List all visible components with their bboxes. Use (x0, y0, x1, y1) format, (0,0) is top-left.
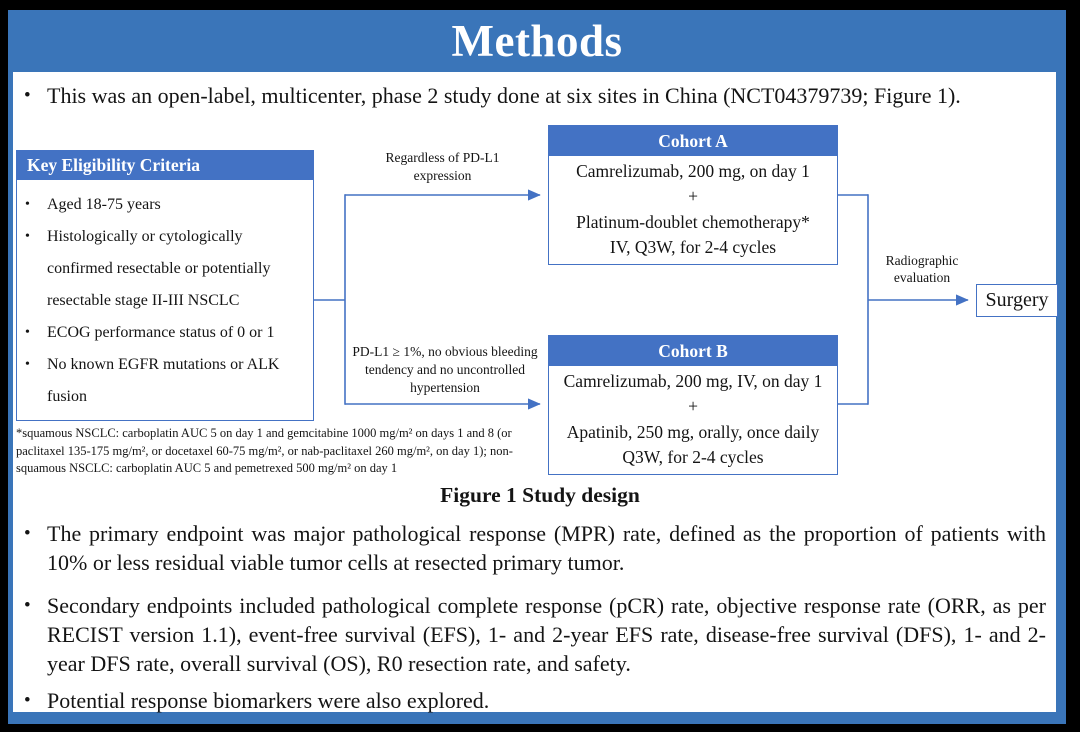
radiographic-evaluation-label: Radiographic evaluation (885, 253, 959, 285)
list-item: • No known EGFR mutations or ALK fusion (25, 349, 309, 413)
cohort-a-body: Camrelizumab, 200 mg, on day 1 + Platinu… (549, 156, 837, 262)
cohort-a-line: IV, Q3W, for 2-4 cycles (609, 236, 777, 257)
list-item: • Histologically or cytologically confir… (25, 221, 309, 317)
plus-sign: + (688, 396, 698, 417)
surgery-label: Surgery (985, 289, 1049, 311)
list-item: • Aged 18-75 years (25, 189, 309, 221)
cohort-a-line: Platinum-doublet chemotherapy* (576, 211, 810, 232)
secondary-endpoints-bullet: • Secondary endpoints included pathologi… (24, 593, 1046, 676)
bullet-marker: • (24, 595, 31, 616)
cohort-b-box: Cohort B Camrelizumab, 200 mg, IV, on da… (548, 335, 838, 475)
intro-bullet-text: This was an open-label, multicenter, pha… (47, 83, 961, 108)
cohort-b-header: Cohort B (549, 336, 837, 366)
eligibility-header: Key Eligibility Criteria (17, 151, 313, 180)
bullet-marker: • (25, 325, 30, 340)
cohort-b-line: Camrelizumab, 200 mg, IV, on day 1 (563, 371, 823, 392)
bullet-marker: • (24, 85, 31, 106)
branch-label-top: Regardless of PD-L1 expression (385, 150, 500, 183)
bullet-marker: • (25, 197, 30, 212)
chemotherapy-footnote: *squamous NSCLC: carboplatin AUC 5 on da… (16, 426, 513, 475)
bullet-marker: • (24, 523, 31, 544)
cohort-a-box: Cohort A Camrelizumab, 200 mg, on day 1 … (548, 125, 838, 265)
bullet-marker: • (24, 690, 31, 711)
frame-bottom-strip (8, 712, 1066, 724)
frame-left-strip (8, 72, 13, 724)
surgery-box: Surgery (976, 284, 1058, 317)
cohort-b-line: Apatinib, 250 mg, orally, once daily (566, 421, 820, 442)
bullet-marker: • (25, 357, 30, 372)
eligibility-list: • Aged 18-75 years • Histologically or c… (17, 180, 313, 413)
branch-label-bottom: PD-L1 ≥ 1%, no obvious bleeding tendency… (352, 344, 538, 395)
biomarkers-bullet: • Potential response biomarkers were als… (24, 688, 490, 713)
cohort-b-body: Camrelizumab, 200 mg, IV, on day 1 + Apa… (549, 366, 837, 472)
bullet-marker: • (25, 229, 30, 244)
title-banner: Methods (8, 10, 1066, 72)
frame-right-strip (1056, 72, 1066, 724)
primary-endpoint-bullet: • The primary endpoint was major patholo… (24, 521, 1046, 575)
cohort-a-header: Cohort A (549, 126, 837, 156)
eligibility-box: Key Eligibility Criteria • Aged 18-75 ye… (16, 150, 314, 421)
figure-caption: Figure 1 Study design (440, 483, 640, 507)
page-title: Methods (451, 16, 623, 66)
list-item: • ECOG performance status of 0 or 1 (25, 317, 309, 349)
cohort-a-line: Camrelizumab, 200 mg, on day 1 (576, 161, 810, 182)
plus-sign: + (688, 186, 698, 207)
cohort-b-line: Q3W, for 2-4 cycles (622, 446, 764, 467)
intro-bullet: • This was an open-label, multicenter, p… (24, 81, 1046, 110)
